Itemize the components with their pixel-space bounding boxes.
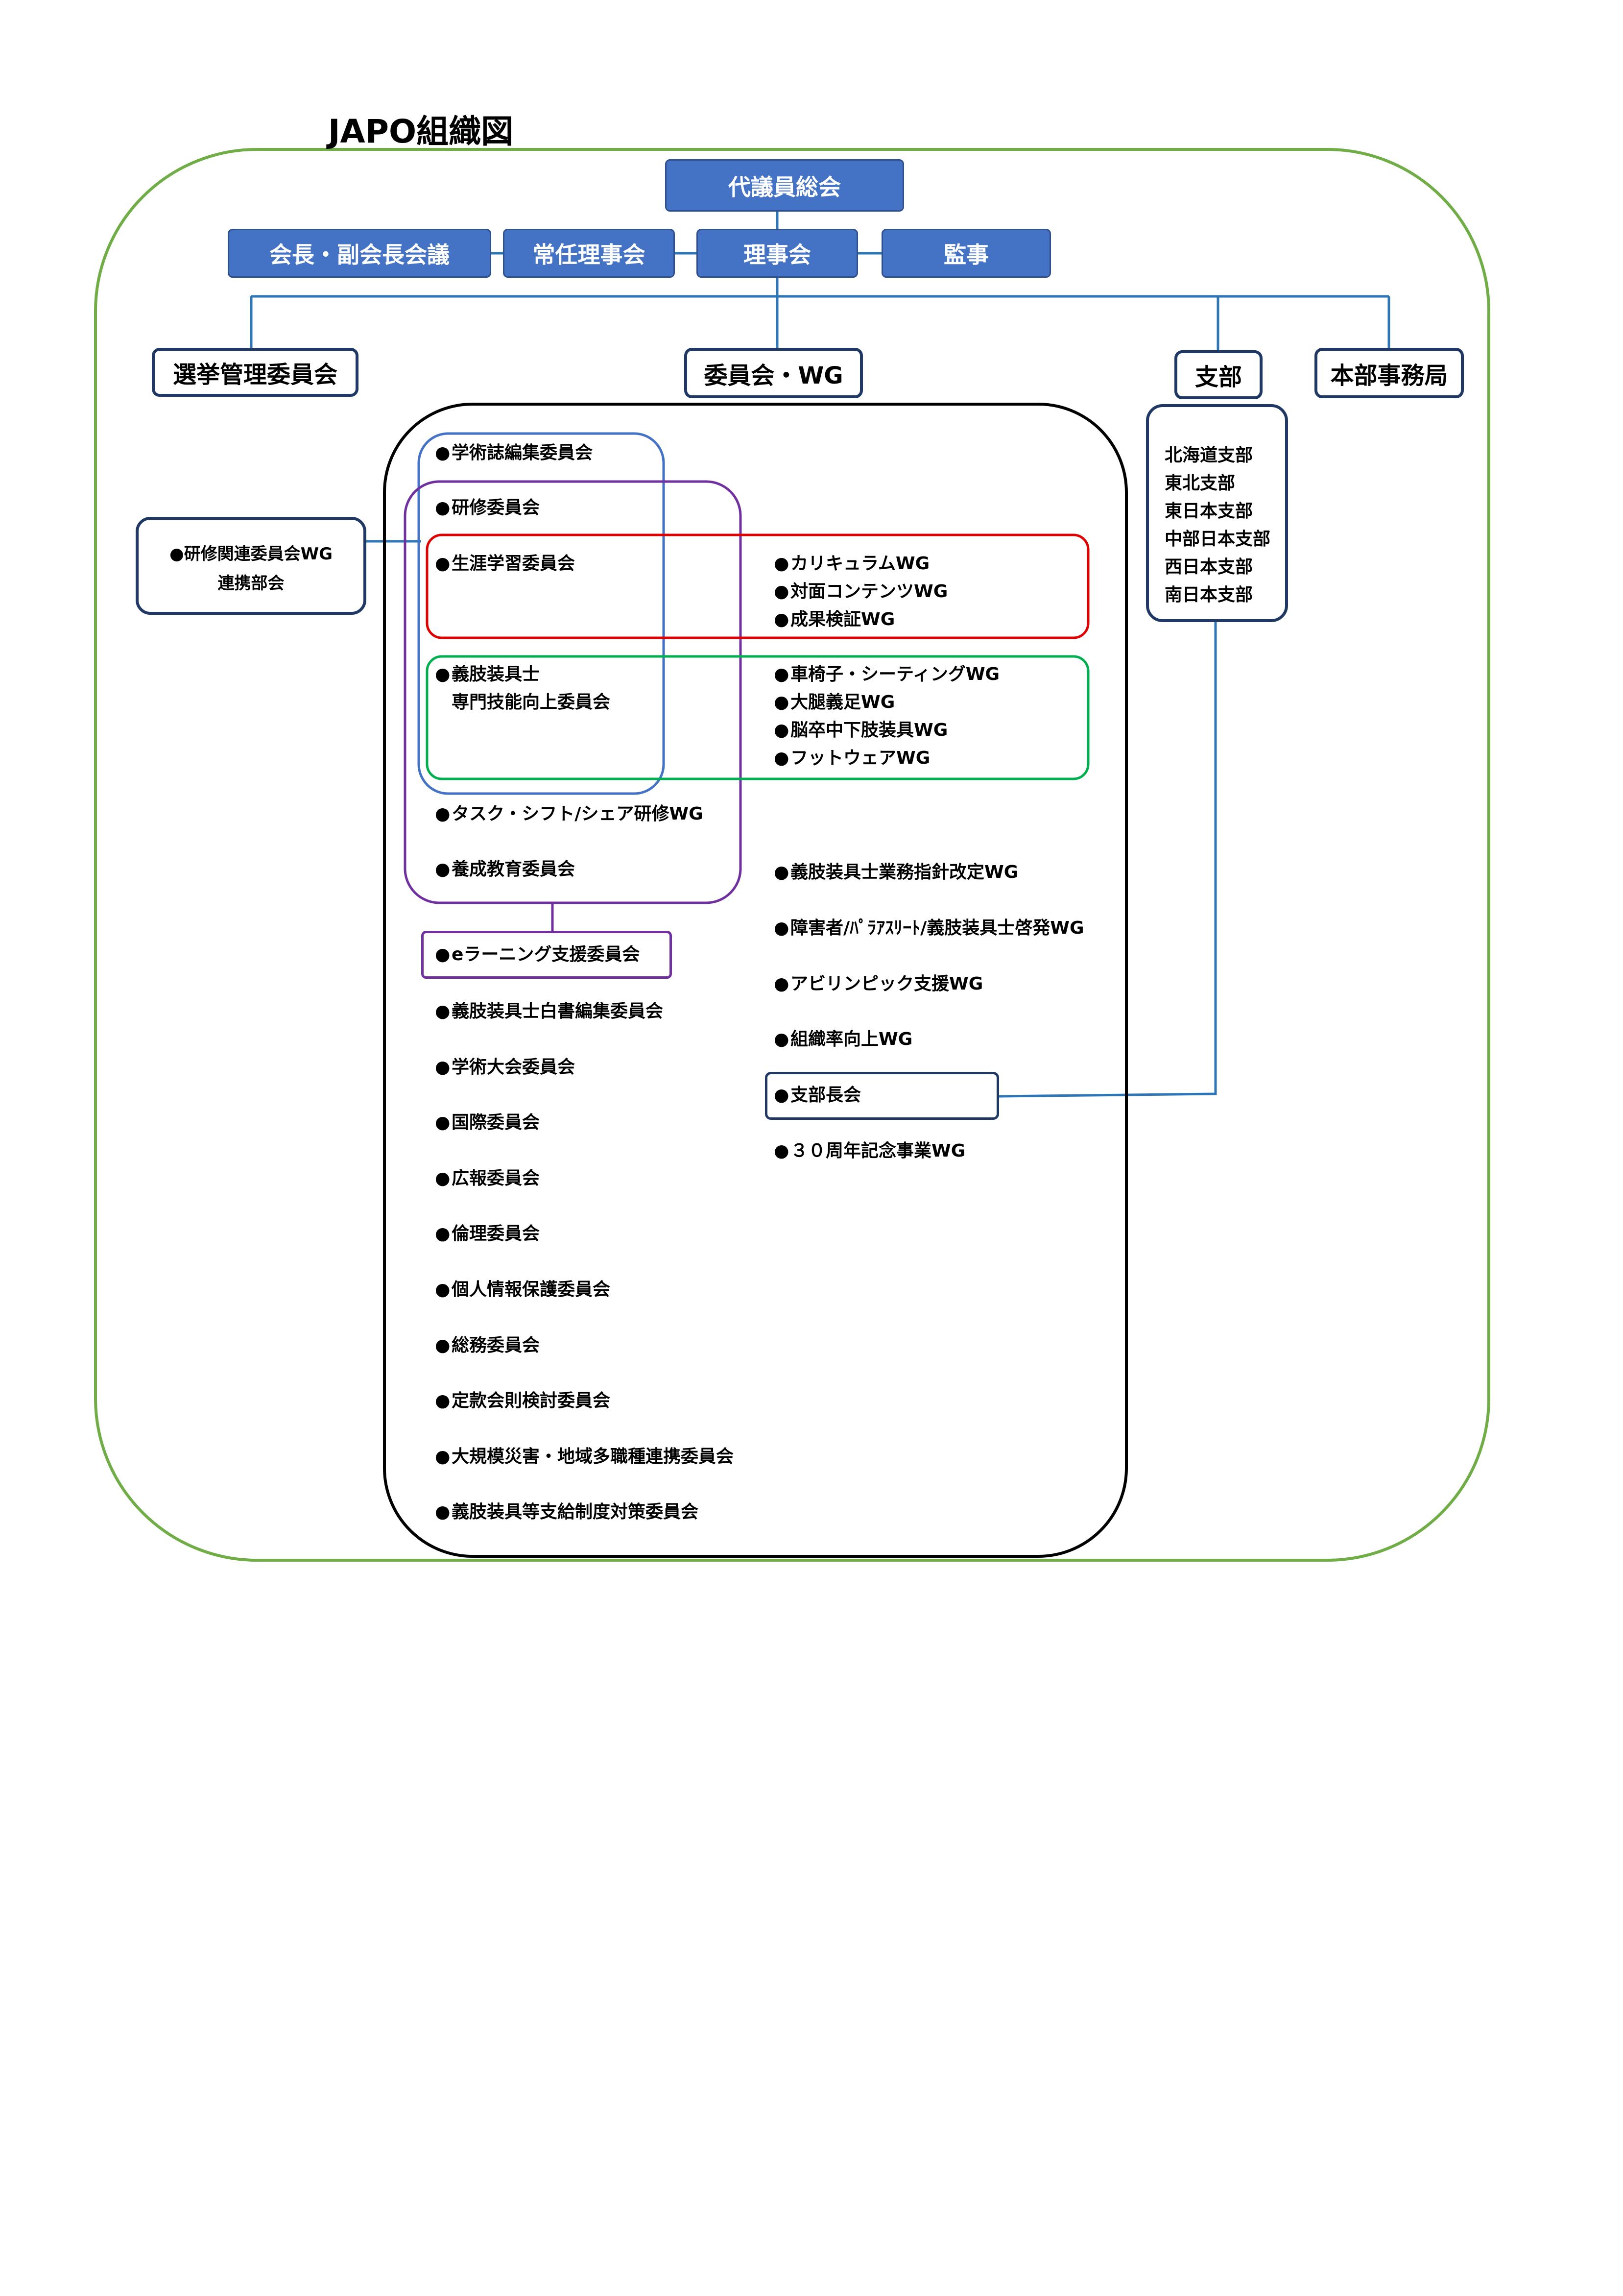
bullet-icon: ● — [435, 1335, 451, 1355]
training-committee: ●研修委員会 — [435, 494, 540, 522]
bullet-icon: ● — [774, 1029, 789, 1049]
lifelong-learning-committee: ●生涯学習委員会 — [435, 550, 575, 578]
blue-group-frame — [417, 432, 665, 795]
abilympics-wg: ●アビリンピック支援WG — [774, 970, 983, 998]
bullet-icon: ● — [435, 1168, 451, 1188]
bullet-icon: ● — [435, 664, 451, 684]
bullet-icon: ● — [435, 1057, 451, 1077]
president-meeting-box: 会長・副会長会議 — [228, 229, 491, 278]
committees-wg-box: 委員会・WG — [684, 348, 863, 398]
wg-item: ●カリキュラムWG — [774, 550, 948, 578]
wg-item: ●対面コンテンツWG — [774, 578, 948, 605]
paralympic-wg: ●障害者/ﾊﾟﾗｱｽﾘｰﾄ/義肢装具士啓発WG — [774, 914, 1084, 942]
wg-item: ●成果検証WG — [774, 605, 948, 633]
branches-box: 支部 — [1174, 350, 1263, 399]
bullet-icon: ● — [774, 581, 789, 602]
outer-frame — [94, 148, 1490, 1562]
bullet-icon: ● — [435, 443, 451, 463]
board-box: 理事会 — [696, 229, 858, 278]
red-group-frame — [426, 533, 1090, 639]
education-committee: ●養成教育委員会 — [435, 855, 575, 883]
task-shift-wg: ●タスク・シフト/シェア研修WG — [435, 800, 703, 828]
ethics-committee: ●倫理委員会 — [435, 1220, 540, 1248]
bullet-icon: ● — [774, 692, 789, 712]
bullet-icon: ● — [435, 1391, 451, 1411]
international-committee: ●国際委員会 — [435, 1109, 540, 1136]
green-group-frame — [426, 655, 1090, 780]
congress-committee: ●学術大会委員会 — [435, 1053, 575, 1081]
bullet-icon: ● — [774, 748, 789, 768]
bullet-icon: ● — [774, 918, 789, 938]
bullet-icon: ● — [435, 498, 451, 518]
liaison-line1: ●研修関連委員会WG — [169, 544, 333, 564]
wg-item: ●フットウェアWG — [774, 744, 1000, 772]
branch-item: 中部日本支部 — [1165, 529, 1271, 549]
branch-item: 北海道支部 — [1165, 445, 1253, 465]
branch-item: 南日本支部 — [1165, 585, 1253, 605]
general-assembly-box: 代議員総会 — [665, 159, 904, 212]
branch-chiefs-connector — [999, 622, 1217, 1098]
bullet-icon: ● — [435, 804, 451, 824]
branch-chiefs-box — [765, 1072, 999, 1120]
red-group-wg-list: ●カリキュラムWG ●対面コンテンツWG ●成果検証WG — [774, 550, 948, 633]
pr-committee: ●広報委員会 — [435, 1164, 540, 1192]
committees-frame — [383, 403, 1128, 1558]
wg-item: ●大腿義足WG — [774, 688, 1000, 716]
bullet-icon: ● — [435, 1280, 451, 1300]
prosthetist-skills-committee: ●義肢装具士専門技能向上委員会 — [435, 660, 610, 716]
anniversary-wg: ●３０周年記念事業WG — [774, 1137, 965, 1165]
bullet-icon: ● — [435, 1502, 451, 1522]
bullet-icon: ● — [435, 1224, 451, 1244]
liaison-line2: 連携部会 — [217, 574, 285, 593]
election-committee-box: 選挙管理委員会 — [152, 348, 358, 397]
bullet-icon: ● — [774, 1085, 789, 1105]
bullet-icon: ● — [774, 720, 789, 740]
supply-policy-committee: ●義肢装具等支給制度対策委員会 — [435, 1498, 698, 1526]
branch-item: 西日本支部 — [1165, 557, 1253, 577]
bullet-icon: ● — [435, 1112, 451, 1133]
bullet-icon: ● — [774, 862, 789, 882]
bullet-icon: ● — [774, 664, 789, 684]
standing-board-box: 常任理事会 — [503, 229, 675, 278]
general-affairs-committee: ●総務委員会 — [435, 1331, 540, 1359]
whitepaper-committee: ●義肢装具士白書編集委員会 — [435, 997, 663, 1025]
branch-list-box: 北海道支部 東北支部 東日本支部 中部日本支部 西日本支部 南日本支部 — [1146, 404, 1288, 622]
green-group-wg-list: ●車椅子・シーティングWG ●大腿義足WG ●脳卒中下肢装具WG ●フットウェア… — [774, 660, 1000, 772]
bullet-icon: ● — [774, 1141, 789, 1161]
wg-item: ●車椅子・シーティングWG — [774, 660, 1000, 688]
bullet-icon: ● — [435, 1447, 451, 1467]
bullet-icon: ● — [435, 554, 451, 574]
branch-item: 東日本支部 — [1165, 501, 1253, 521]
elearning-box — [421, 931, 672, 979]
headquarters-box: 本部事務局 — [1314, 348, 1464, 398]
branch-item: 東北支部 — [1165, 473, 1236, 493]
privacy-committee: ●個人情報保護委員会 — [435, 1276, 610, 1304]
branch-chiefs-meeting: ●支部長会 — [774, 1081, 861, 1109]
bylaws-committee: ●定款会則検討委員会 — [435, 1387, 610, 1415]
auditor-box: 監事 — [882, 229, 1051, 278]
elearning-committee: ●eラーニング支援委員会 — [435, 941, 640, 968]
bullet-icon: ● — [435, 859, 451, 879]
guideline-wg: ●義肢装具士業務指針改定WG — [774, 858, 1018, 886]
bullet-icon: ● — [774, 609, 789, 629]
disaster-committee: ●大規模災害・地域多職種連携委員会 — [435, 1443, 734, 1471]
bullet-icon: ● — [774, 974, 789, 994]
wg-item: ●脳卒中下肢装具WG — [774, 716, 1000, 744]
bullet-icon: ● — [774, 554, 789, 574]
purple-group-frame — [404, 480, 742, 904]
membership-wg: ●組織率向上WG — [774, 1025, 912, 1053]
page-title: JAPO組織図 — [328, 113, 514, 150]
training-liaison-box: ●研修関連委員会WG 連携部会 — [136, 517, 366, 615]
journal-committee: ●学術誌編集委員会 — [435, 439, 593, 467]
bullet-icon: ● — [435, 1001, 451, 1021]
bullet-icon: ● — [435, 944, 451, 965]
